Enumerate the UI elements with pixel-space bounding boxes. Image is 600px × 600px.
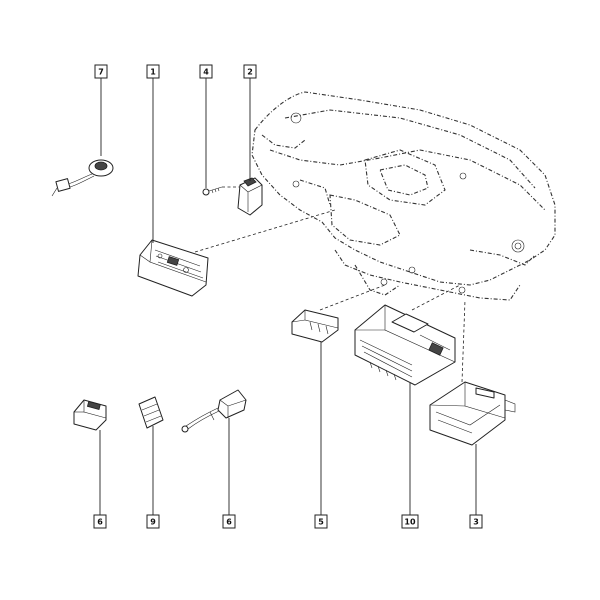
callout-5: 5 [314,514,328,529]
part-6-sensor-cable [181,389,247,433]
part-1-control-panel [137,239,209,297]
callout-3-label: 3 [473,518,479,527]
installation-leaders [194,186,466,383]
callout-9: 9 [146,514,160,529]
part-6-clip [73,399,107,431]
part-5-connector-module [291,309,339,343]
part-4-screw [202,186,223,196]
part-9-pad [138,396,164,429]
callout-leaders [99,78,477,515]
callout-7: 7 [94,64,108,79]
dashboard-assembly [251,91,556,301]
callout-6-right: 6 [222,514,236,529]
callout-4-label: 4 [203,68,209,77]
callout-10-label: 10 [404,518,416,527]
callout-5-label: 5 [318,518,324,527]
callout-4: 4 [199,64,213,79]
callout-3: 3 [469,514,483,529]
part-3-drawer [429,381,516,446]
callout-6-left-label: 6 [97,518,103,527]
callout-6-right-label: 6 [226,518,232,527]
part-7-grommet-cable [51,159,114,197]
callout-2-label: 2 [247,68,253,77]
callout-2: 2 [243,64,257,79]
callout-1: 1 [146,64,160,79]
callout-6-left: 6 [93,514,107,529]
part-10-control-unit [354,304,456,386]
callout-10: 10 [401,514,419,529]
callout-7-label: 7 [98,68,104,77]
part-2-switch [237,177,263,216]
callout-1-label: 1 [150,68,156,77]
callout-9-label: 9 [150,518,156,527]
